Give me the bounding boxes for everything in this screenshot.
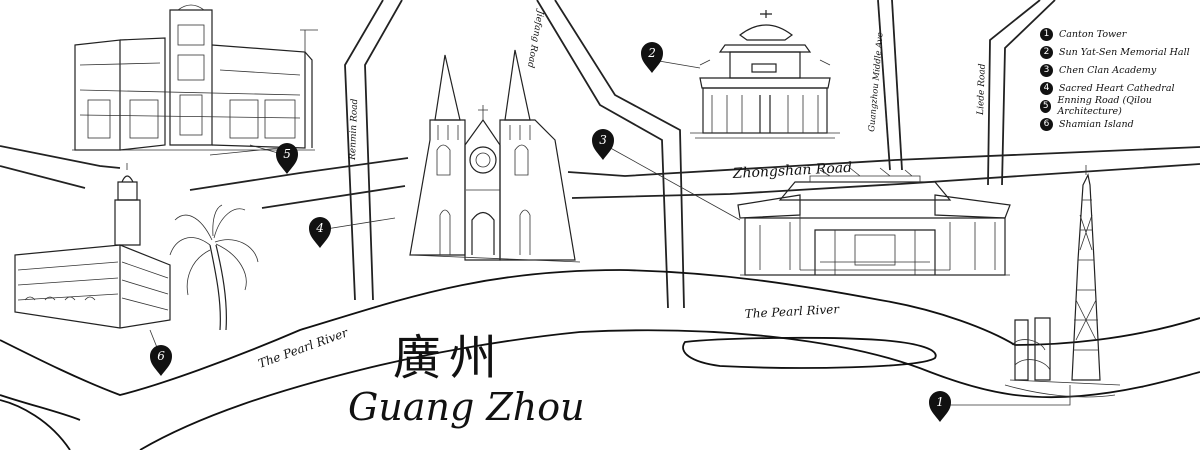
marker-label: 3 [599,133,607,147]
marker-5[interactable]: 5 [276,143,298,174]
marker-label: 5 [283,147,291,161]
road-label-renmin: Renmin Road [348,98,360,161]
enning-road-sketch [72,4,318,156]
legend-item-shamian[interactable]: 6 Shamian Island [1040,115,1200,133]
marker-6[interactable]: 6 [150,345,172,376]
map-legend: 1 Canton Tower 2 Sun Yat-Sen Memorial Ha… [1040,25,1200,133]
marker-label: 1 [936,395,944,409]
river-label-right: The Pearl River [744,302,840,321]
legend-label: Enning Road (Qilou Architecture) [1057,95,1152,117]
marker-label: 4 [315,221,324,235]
legend-item-canton-tower[interactable]: 1 Canton Tower [1040,25,1200,43]
canton-tower-sketch [1004,165,1121,398]
marker-2[interactable]: 2 [641,42,663,73]
road-label-zhongshan: Zhongshan Road [731,160,852,182]
map-title-chinese: 廣州 [393,330,506,386]
legend-number: 5 [1040,99,1052,113]
marker-label: 2 [647,46,656,60]
pearl-river [0,269,1200,450]
legend-item-chen-clan[interactable]: 3 Chen Clan Academy [1040,61,1200,79]
road-label-jiefang: Jiefang Road [525,8,545,69]
map-title-english: Guang Zhou [348,385,585,429]
legend-number: 2 [1040,45,1053,59]
legend-number: 4 [1040,81,1053,95]
legend-item-cathedral[interactable]: 4 Sacred Heart Cathedral [1040,79,1200,97]
legend-number: 6 [1040,117,1053,131]
legend-label: Sacred Heart Cathedral [1059,82,1175,94]
legend-item-memorial-hall[interactable]: 2 Sun Yat-Sen Memorial Hall [1040,43,1200,61]
river-label-left: The Pearl River [256,325,351,371]
memorial-hall-sketch [690,10,840,139]
legend-item-enning-road[interactable]: 5 Enning Road (Qilou Architecture) [1040,95,1200,117]
legend-label: Chen Clan Academy [1059,64,1157,76]
legend-label: Sun Yat-Sen Memorial Hall [1059,46,1190,58]
marker-1[interactable]: 1 [929,391,951,422]
road-label-liede: Liede Road [976,63,988,116]
cathedral-sketch [409,49,581,263]
roads [0,0,1200,309]
legend-number: 1 [1040,27,1053,41]
chen-clan-sketch [737,167,1011,276]
leader-lines [149,59,1071,406]
marker-3[interactable]: 3 [592,129,614,160]
marker-label: 6 [157,349,165,363]
legend-label: Canton Tower [1059,28,1127,40]
legend-label: Shamian Island [1059,118,1134,130]
legend-number: 3 [1040,63,1053,77]
shamian-sketch [14,163,259,331]
marker-4[interactable]: 4 [309,217,331,248]
